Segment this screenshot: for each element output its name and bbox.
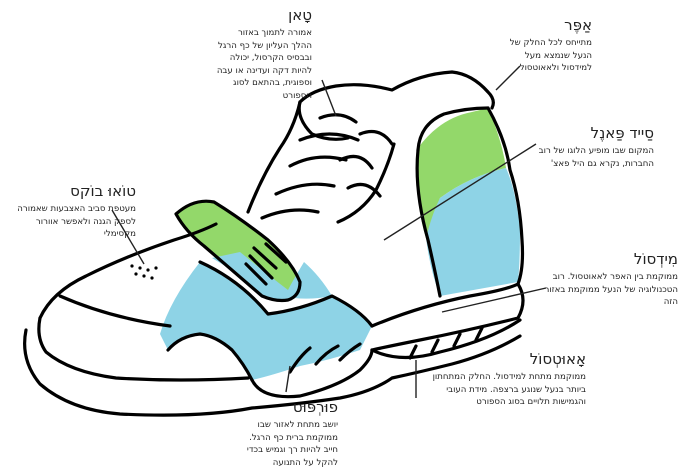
foxing-blue-fill (160, 262, 372, 380)
toebox-leader (111, 209, 145, 265)
footpad-title: פוּרְפּוּט (292, 398, 338, 416)
midfoot-blue-fill (212, 252, 332, 301)
toe-desc: אמורה לתמוך באזור ההלך העליון של כף הרגל… (216, 28, 312, 101)
sidepanel-leader (383, 143, 537, 241)
toe-leader (321, 79, 337, 117)
upper-desc: מתייחס לכל החלק של הנעל שנמצא מעל למידסו… (509, 38, 592, 73)
footpad-leader (285, 365, 291, 393)
label-footpad: פוּרְפּוּט יושב מתחת לאזור שבו ממוקמת בר… (234, 398, 338, 469)
midsole-leader (441, 287, 547, 313)
midsole-title: מִידְסוֹל (633, 250, 678, 268)
sidepanel-title: סַייד פַּאנֶל (590, 124, 654, 142)
label-toebox: טוֹאוּ בוֹקס מעטפת סביב האצבעות שאמורה ל… (10, 182, 136, 241)
toebox-desc: מעטפת סביב האצבעות שאמורה לספק הגנה ולאפ… (17, 204, 136, 239)
shoe-outline (23, 70, 525, 417)
outsole-desc: ממוקמת מתחת למידסול. החלק המתחתון ביותר … (432, 372, 586, 407)
sidepanel-blue-fill (426, 168, 520, 296)
midsole-desc: ממוקמת בין האפר לאאוטסול. רוב הטכנולוגיה… (544, 272, 678, 307)
outsole-title: אָאוּטְסוֹל (529, 350, 586, 368)
upper-title: אַפֶּר (564, 16, 592, 34)
upper-leader (495, 65, 521, 91)
label-upper: אַפֶּר מתייחס לכל החלק של הנעל שנמצא מעל… (498, 16, 592, 75)
toe-title: טָאן (288, 6, 312, 24)
sidepanel-desc: המקום שבו מופיע הלוגו של רוב החברות, נקר… (538, 146, 654, 169)
footpad-desc: יושב מתחת לאזור שבו ממוקמת ברית כף הרגל.… (246, 420, 338, 468)
label-sidepanel: סַייד פַּאנֶל המקום שבו מופיע הלוגו של ר… (528, 124, 654, 170)
label-toe: טָאן אמורה לתמוך באזור ההלך העליון של כף… (216, 6, 312, 102)
label-outsole: אָאוּטְסוֹל ממוקמת מתחת למידסול. החלק המ… (426, 350, 586, 409)
toebox-perforation-dots (130, 264, 158, 280)
toebox-title: טוֹאוּ בוֹקס (70, 182, 136, 200)
label-midsole: מִידְסוֹל ממוקמת בין האפר לאאוטסול. רוב … (542, 250, 678, 309)
sidepanel-green-fill (417, 108, 506, 238)
